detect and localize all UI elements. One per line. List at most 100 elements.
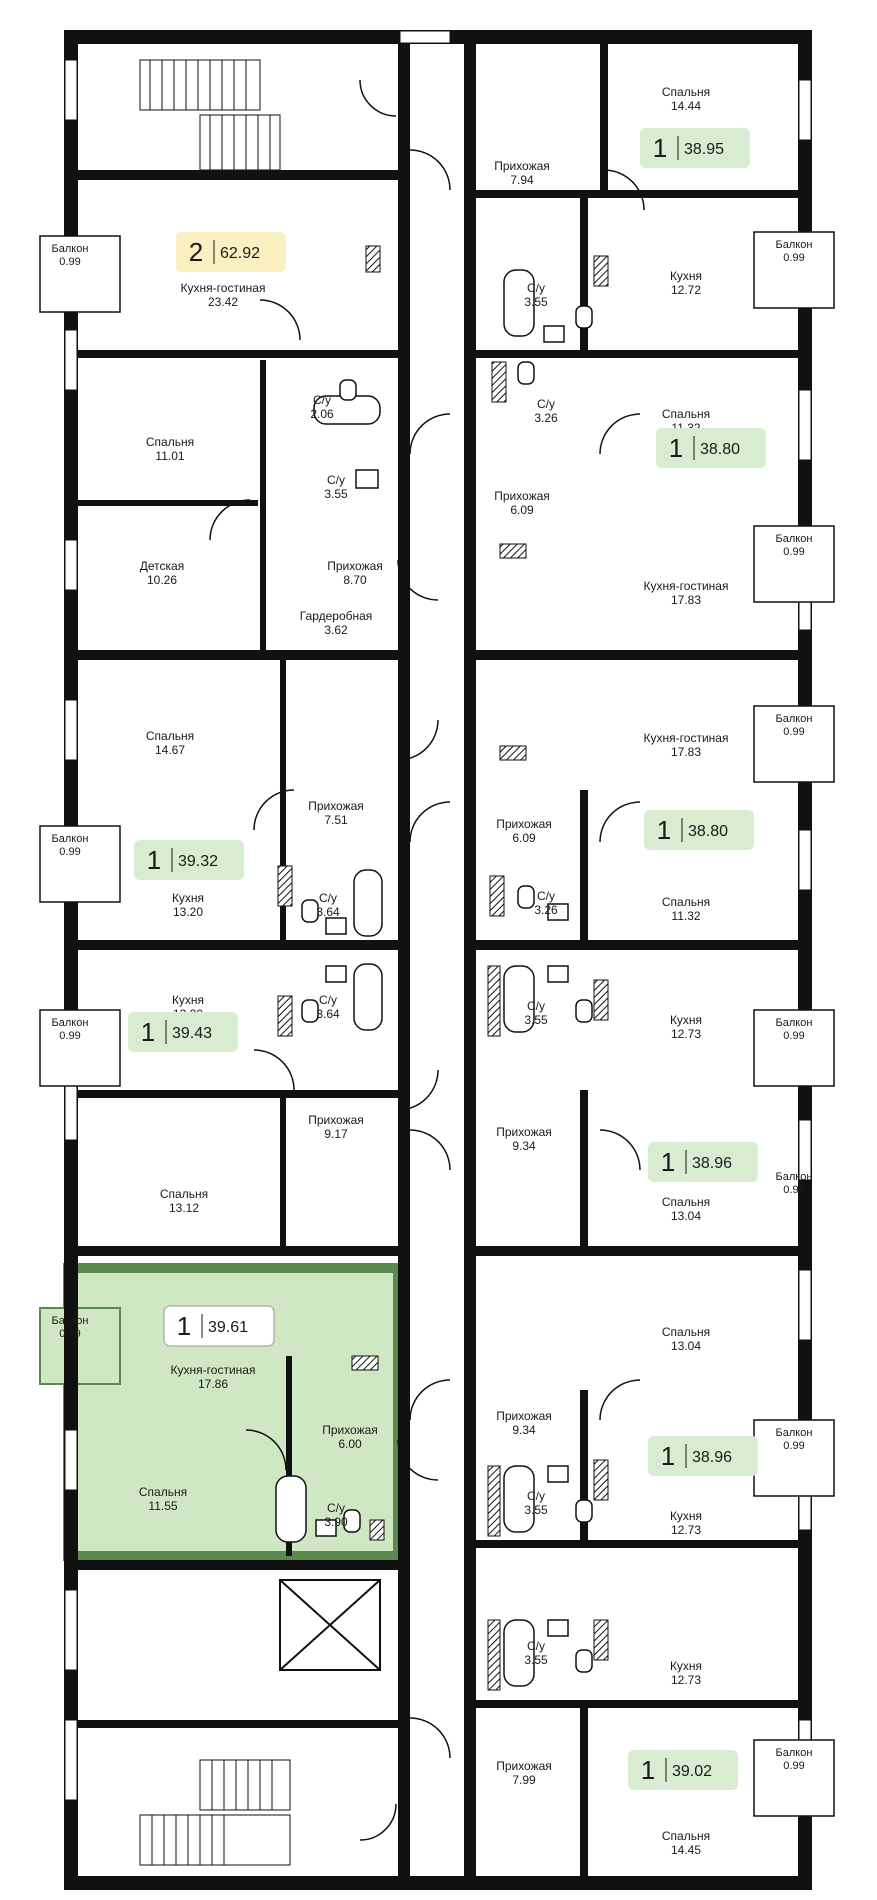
room-name: Спальня <box>146 729 194 743</box>
room-area: 3.62 <box>324 623 348 637</box>
badge-background <box>648 1142 758 1182</box>
room-area: 11.32 <box>671 909 700 923</box>
room-name: С/у <box>527 1489 545 1503</box>
room-name: Прихожая <box>496 817 552 831</box>
room-name: Прихожая <box>494 159 550 173</box>
room-area: 3.26 <box>534 411 558 425</box>
room-name: Спальня <box>160 1187 208 1201</box>
badge-area: 38.96 <box>692 1155 732 1172</box>
room-name: Гардеробная <box>300 609 373 623</box>
badge-area: 39.43 <box>172 1025 212 1042</box>
badge-background <box>648 1436 758 1476</box>
room-area: 3.55 <box>524 1653 548 1667</box>
room-area: 23.42 <box>208 295 238 309</box>
room-name: С/у <box>319 993 337 1007</box>
room-area: 7.94 <box>510 173 534 187</box>
bathtub-icon <box>275 269 535 1687</box>
balcony-structures <box>39 231 835 1817</box>
badge-area: 38.96 <box>692 1449 732 1466</box>
room-area: 11.01 <box>155 449 184 463</box>
room-name: Прихожая <box>494 489 550 503</box>
sink-icon <box>315 325 569 1637</box>
room-area: 13.04 <box>671 1339 701 1353</box>
badge-area: 39.32 <box>178 853 218 870</box>
badge-background <box>628 1750 738 1790</box>
badge-background <box>134 840 244 880</box>
room-area: 3.55 <box>524 295 548 309</box>
room-area: 17.83 <box>671 745 701 759</box>
room-name: Кухня <box>670 1509 702 1523</box>
badge-background <box>163 1305 275 1347</box>
room-name: Спальня <box>662 85 710 99</box>
badge-background <box>656 428 766 468</box>
elevator-shaft-icon <box>279 1579 381 1671</box>
room-name: С/у <box>319 891 337 905</box>
room-area: 7.51 <box>324 813 348 827</box>
room-name: С/у <box>527 1639 545 1653</box>
room-name: С/у <box>537 889 555 903</box>
badge-room-count: 1 <box>653 133 667 163</box>
room-name: Спальня <box>662 407 710 421</box>
room-area: 3.55 <box>324 487 348 501</box>
room-name: Кухня <box>670 269 702 283</box>
room-area: 17.86 <box>198 1377 228 1391</box>
room-area: 2.06 <box>310 407 334 421</box>
stair-icon <box>139 59 281 171</box>
badge-room-count: 2 <box>189 237 203 267</box>
room-area: 8.70 <box>343 573 367 587</box>
room-area: 14.45 <box>671 1843 701 1857</box>
room-area: 11.55 <box>148 1499 177 1513</box>
door-swing-icon <box>209 79 645 1841</box>
room-area: 3.55 <box>524 1503 548 1517</box>
badge-area: 38.95 <box>684 141 724 158</box>
room-name: Прихожая <box>496 1759 552 1773</box>
highlighted-balcony[interactable] <box>39 1307 121 1385</box>
room-name: Кухня-гостиная <box>644 579 729 593</box>
room-name: С/у <box>527 999 545 1013</box>
badge-background <box>640 128 750 168</box>
room-name: С/у <box>327 473 345 487</box>
room-area: 7.99 <box>512 1773 536 1787</box>
